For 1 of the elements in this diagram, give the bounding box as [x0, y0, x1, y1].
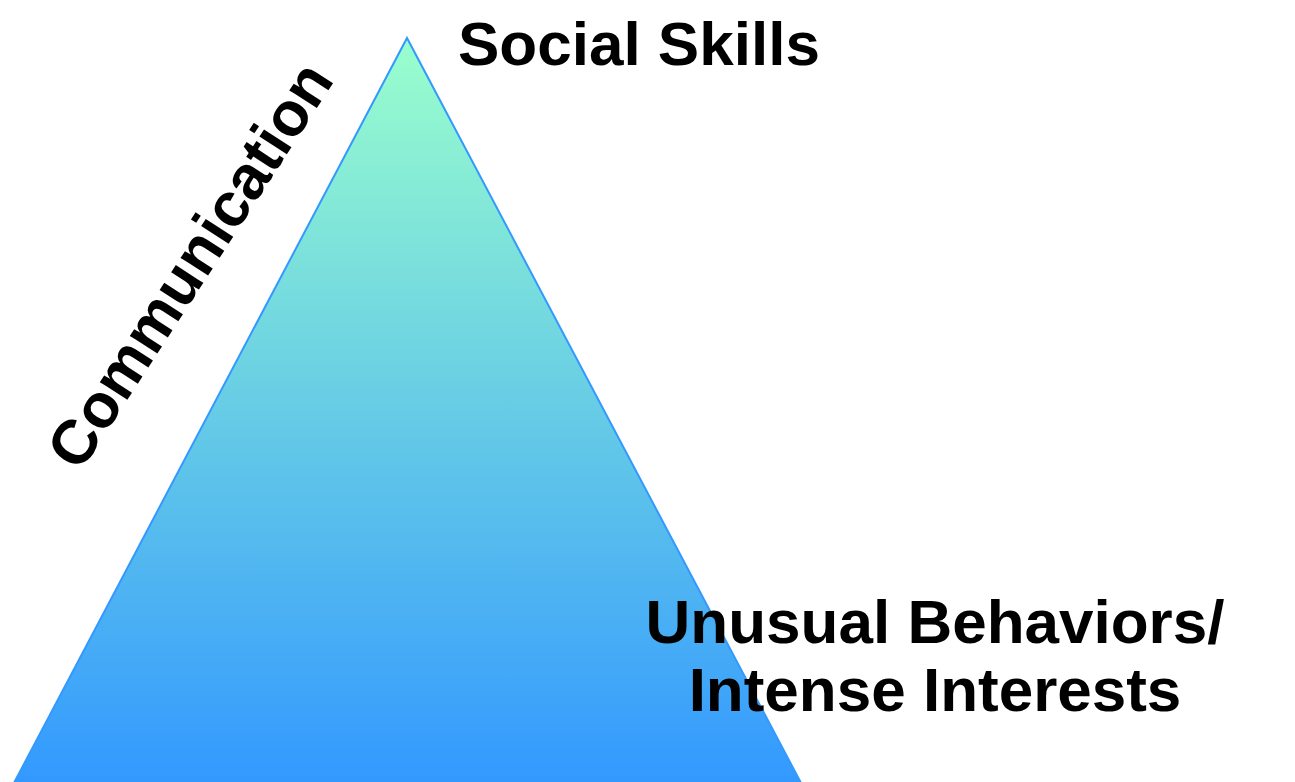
corner-label: Social Skills	[458, 10, 820, 78]
